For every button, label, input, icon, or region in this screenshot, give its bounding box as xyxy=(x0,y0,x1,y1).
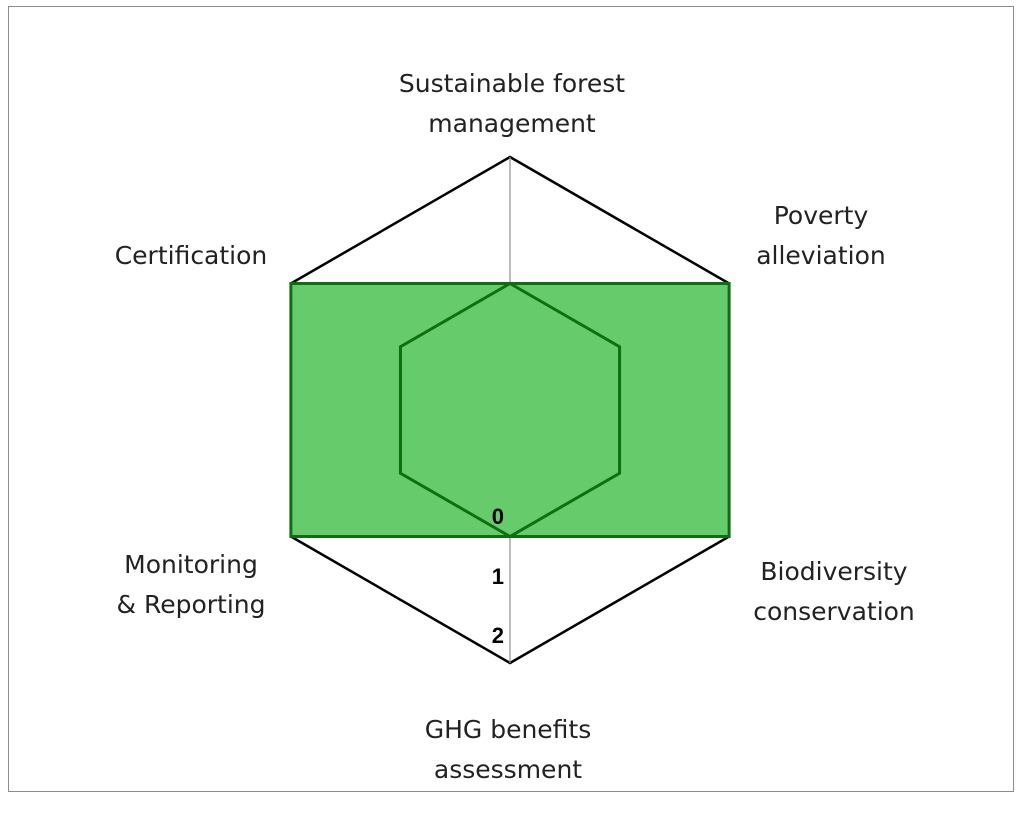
category-label: Certification xyxy=(115,241,268,270)
grid-ring xyxy=(398,281,622,539)
tick-label: 0 xyxy=(492,504,504,529)
series-area xyxy=(289,282,731,538)
radar-series xyxy=(289,282,731,538)
category-label: Monitoring& Reporting xyxy=(117,550,266,619)
tick-label: 1 xyxy=(492,564,504,589)
tick-label: 2 xyxy=(492,623,504,648)
radar-inner-rings xyxy=(398,281,622,539)
radar-tick-labels: 0 1 2 xyxy=(492,504,504,648)
